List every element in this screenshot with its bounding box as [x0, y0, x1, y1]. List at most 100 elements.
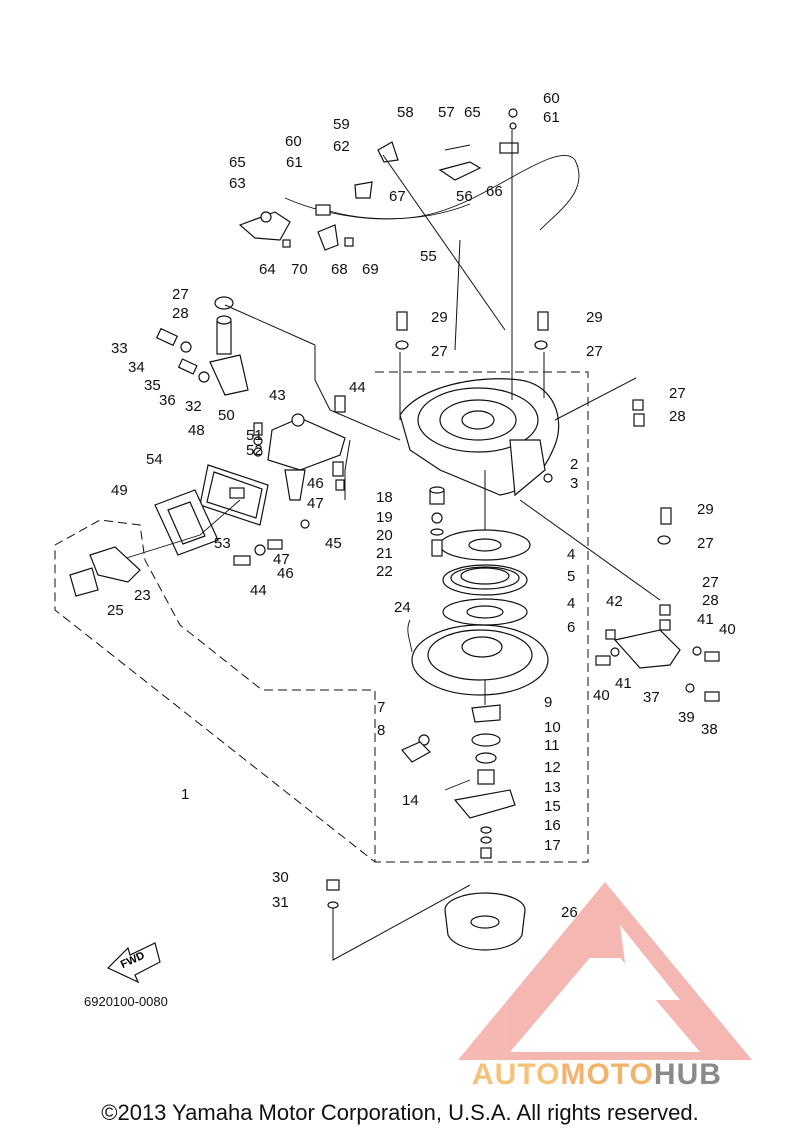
- callout-11: 11: [544, 737, 560, 754]
- callout-54: 54: [146, 451, 163, 468]
- callout-65: 65: [464, 104, 481, 121]
- bolts-33-36: [155, 327, 210, 383]
- callout-66: 66: [486, 183, 503, 200]
- callout-27: 27: [586, 343, 603, 360]
- callout-53: 53: [214, 535, 231, 552]
- watermark-brand-part1: AUTO: [472, 1058, 561, 1091]
- lower-parts-7-17: [401, 704, 516, 859]
- cable-55: [284, 154, 580, 231]
- callout-40: 40: [593, 687, 610, 704]
- callout-44: 44: [349, 379, 366, 396]
- drawing-code: 6920100-0080: [84, 994, 168, 1009]
- callout-25: 25: [107, 602, 124, 619]
- callout-60: 60: [543, 90, 560, 107]
- callout-30: 30: [272, 869, 289, 886]
- callout-68: 68: [331, 261, 348, 278]
- callout-27: 27: [669, 385, 686, 402]
- callout-4: 4: [567, 595, 575, 612]
- bolts-44-47: [233, 395, 346, 566]
- callout-5: 5: [567, 568, 575, 585]
- callout-28: 28: [172, 305, 189, 322]
- holder-48: [199, 422, 269, 526]
- callout-34: 34: [128, 359, 145, 376]
- callout-29: 29: [586, 309, 603, 326]
- callout-46: 46: [277, 565, 294, 582]
- assembly-boundary-dash: [54, 371, 589, 863]
- callout-43: 43: [269, 387, 286, 404]
- callout-2: 2: [570, 456, 578, 473]
- copyright-notice: ©2013 Yamaha Motor Corporation, U.S.A. A…: [101, 1100, 699, 1125]
- callout-55: 55: [420, 248, 437, 265]
- bolt-30-31: [326, 879, 340, 909]
- callout-27: 27: [702, 574, 719, 591]
- callout-37: 37: [643, 689, 660, 706]
- callout-9: 9: [544, 694, 552, 711]
- callout-46: 46: [307, 475, 324, 492]
- lever-43: [267, 413, 346, 501]
- callout-27: 27: [697, 535, 714, 552]
- callout-45: 45: [325, 535, 342, 552]
- callout-16: 16: [544, 817, 561, 834]
- callout-38: 38: [701, 721, 718, 738]
- callout-31: 31: [272, 894, 289, 911]
- callout-60: 60: [285, 133, 302, 150]
- callout-24: 24: [394, 599, 411, 616]
- watermark-brand-part3: HUB: [653, 1058, 722, 1091]
- starter-housing-2: [399, 378, 560, 497]
- callout-21: 21: [376, 545, 393, 562]
- callout-18: 18: [376, 489, 393, 506]
- callout-3: 3: [570, 475, 578, 492]
- callout-47: 47: [307, 495, 324, 512]
- callout-61: 61: [543, 109, 560, 126]
- callout-32: 32: [185, 398, 202, 415]
- callout-70: 70: [291, 261, 308, 278]
- callout-15: 15: [544, 798, 561, 815]
- bushings-18-22: [429, 486, 445, 557]
- linkage-bracket: [238, 181, 373, 251]
- callout-10: 10: [544, 719, 561, 736]
- callout-69: 69: [362, 261, 379, 278]
- callout-4: 4: [567, 546, 575, 563]
- callout-49: 49: [111, 482, 128, 499]
- callout-47: 47: [273, 551, 290, 568]
- watermark-brand-part2: MOTO: [560, 1058, 654, 1091]
- callout-36: 36: [159, 392, 176, 409]
- bracket-32: [209, 296, 249, 396]
- callout-58: 58: [397, 104, 414, 121]
- callout-57: 57: [438, 104, 455, 121]
- watermark-logo: [458, 882, 752, 1060]
- callout-41: 41: [697, 611, 714, 628]
- pulley-6: [407, 619, 549, 696]
- callout-62: 62: [333, 138, 350, 155]
- callout-33: 33: [111, 340, 128, 357]
- callout-26: 26: [561, 904, 578, 921]
- callout-1: 1: [181, 786, 189, 803]
- callout-67: 67: [389, 188, 406, 205]
- callout-56: 56: [456, 188, 473, 205]
- callout-44: 44: [250, 582, 267, 599]
- callout-51: 51: [246, 427, 263, 444]
- callout-22: 22: [376, 563, 393, 580]
- callout-28: 28: [702, 592, 719, 609]
- callout-63: 63: [229, 175, 246, 192]
- cam-26: [444, 892, 526, 951]
- callout-14: 14: [402, 792, 419, 809]
- lever-37: [595, 604, 720, 702]
- callout-40: 40: [719, 621, 736, 638]
- callout-59: 59: [333, 116, 350, 133]
- callout-27: 27: [431, 343, 448, 360]
- callout-12: 12: [544, 759, 561, 776]
- callout-28: 28: [669, 408, 686, 425]
- callout-7: 7: [377, 699, 385, 716]
- callout-29: 29: [431, 309, 448, 326]
- callout-65: 65: [229, 154, 246, 171]
- callout-6: 6: [567, 619, 575, 636]
- handle-54: [154, 489, 219, 556]
- callout-13: 13: [544, 779, 561, 796]
- spring-plates-4-5: [439, 529, 531, 626]
- fwd-arrow-icon: FWD: [106, 942, 161, 984]
- top-right-linkage: [377, 108, 519, 181]
- callout-17: 17: [544, 837, 561, 854]
